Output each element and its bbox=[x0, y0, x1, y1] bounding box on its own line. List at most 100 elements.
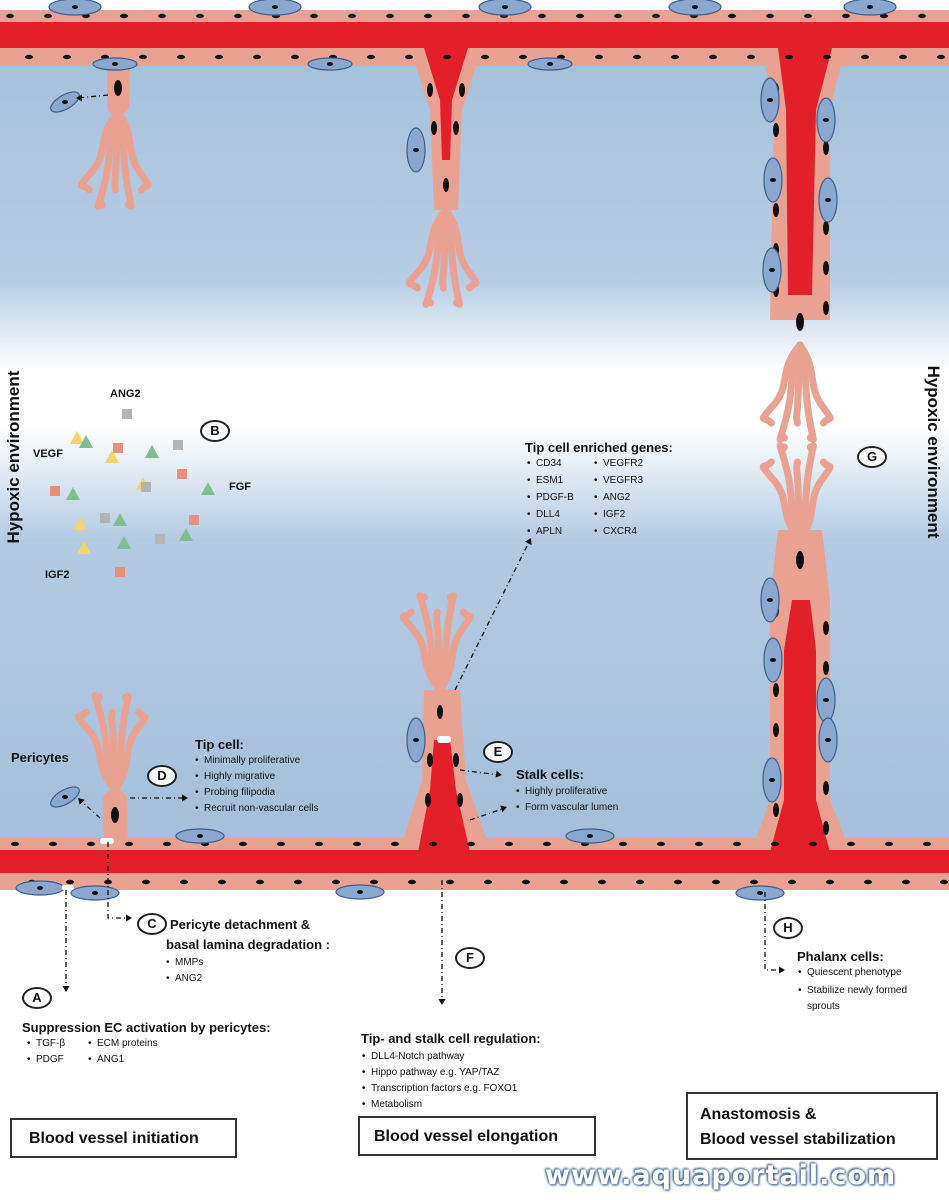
cell-nucleus bbox=[408, 879, 416, 885]
cell-nucleus bbox=[429, 841, 437, 847]
filopodium bbox=[796, 442, 817, 544]
growth-factor-fgf bbox=[79, 435, 93, 448]
growth-factor-igf2 bbox=[50, 486, 60, 496]
cell-nucleus bbox=[880, 13, 888, 19]
cell-nucleus bbox=[413, 738, 419, 742]
gene-item: •VEGFR3 bbox=[594, 475, 644, 486]
growth-factor-vegf bbox=[73, 517, 87, 530]
cell-nucleus bbox=[823, 301, 829, 315]
cell-nucleus bbox=[505, 841, 513, 847]
cell-nucleus bbox=[457, 793, 463, 807]
vessels-layer bbox=[0, 10, 949, 890]
growth-factor-vegf bbox=[70, 431, 84, 444]
growth-factor-vegf bbox=[77, 541, 91, 554]
cell-nucleus bbox=[459, 83, 465, 97]
tip-cell-title: Tip cell: bbox=[195, 737, 244, 752]
marker-g: G bbox=[857, 446, 887, 468]
arrow-head bbox=[525, 538, 532, 545]
cell-nucleus bbox=[652, 13, 660, 19]
detachment-item: •ANG2 bbox=[166, 973, 203, 984]
cell-nucleus bbox=[773, 123, 779, 137]
filopodium bbox=[405, 206, 450, 292]
cell-nucleus bbox=[256, 879, 264, 885]
cell-nucleus bbox=[405, 54, 413, 60]
cell-nucleus bbox=[823, 261, 829, 275]
gene-item: •CD34 bbox=[527, 458, 562, 469]
arrow-head bbox=[500, 805, 507, 813]
cell-nucleus bbox=[796, 313, 804, 331]
tip-cell-item: •Recruit non-vascular cells bbox=[195, 803, 319, 814]
growth-factor-igf2 bbox=[189, 515, 199, 525]
growth-factor-ang2 bbox=[122, 409, 132, 419]
cell-nucleus bbox=[864, 879, 872, 885]
growth-factor-fgf bbox=[117, 536, 131, 549]
cell-nucleus bbox=[291, 54, 299, 60]
filopodium bbox=[436, 608, 474, 694]
cell-nucleus bbox=[633, 54, 641, 60]
cell-nucleus bbox=[462, 13, 470, 19]
cell-nucleus bbox=[823, 54, 831, 60]
cell-nucleus bbox=[825, 738, 831, 742]
phalanx-title: Phalanx cells: bbox=[797, 949, 884, 964]
tip-marker bbox=[100, 838, 114, 844]
growth-factors-layer bbox=[50, 409, 215, 577]
arrow-head bbox=[495, 770, 502, 778]
cell-nucleus bbox=[424, 13, 432, 19]
cell-nucleus bbox=[92, 891, 98, 895]
cell-nucleus bbox=[692, 5, 698, 9]
filopodium bbox=[793, 458, 804, 544]
arrows-layer bbox=[62, 94, 785, 1005]
bottom-vessel-lumen bbox=[0, 850, 949, 873]
factor-label-igf2: IGF2 bbox=[45, 569, 70, 581]
cell-nucleus bbox=[733, 841, 741, 847]
cell-nucleus bbox=[481, 54, 489, 60]
gene-item: •CXCR4 bbox=[594, 526, 637, 537]
suppression-item: •ECM proteins bbox=[88, 1038, 158, 1049]
cell-nucleus bbox=[253, 54, 261, 60]
tip-genes-title: Tip cell enriched genes: bbox=[525, 440, 673, 455]
growth-factor-ang2 bbox=[173, 440, 183, 450]
pericyte-detachment-title: Pericyte detachment & bbox=[170, 917, 311, 932]
marker-d: D bbox=[147, 765, 177, 787]
cell-nucleus bbox=[899, 54, 907, 60]
growth-factor-fgf bbox=[201, 482, 215, 495]
cell-nucleus bbox=[576, 13, 584, 19]
cell-nucleus bbox=[234, 13, 242, 19]
gene-item: •APLN bbox=[527, 526, 563, 537]
cell-nucleus bbox=[538, 13, 546, 19]
cell-nucleus bbox=[443, 54, 451, 60]
suppression-item: •ANG1 bbox=[88, 1054, 125, 1065]
tip-marker bbox=[62, 885, 74, 890]
cell-nucleus bbox=[272, 5, 278, 9]
cell-nucleus bbox=[771, 841, 779, 847]
filopodium bbox=[114, 108, 152, 194]
filopodium bbox=[108, 708, 119, 794]
filopodium bbox=[442, 206, 463, 308]
factor-label-vegf: VEGF bbox=[33, 448, 63, 460]
cell-nucleus bbox=[87, 841, 95, 847]
suppression-item: •PDGF bbox=[27, 1054, 64, 1065]
filopodium bbox=[77, 108, 122, 194]
cell-nucleus bbox=[277, 841, 285, 847]
cell-nucleus bbox=[861, 54, 869, 60]
cell-nucleus bbox=[139, 54, 147, 60]
cell-nucleus bbox=[823, 118, 829, 122]
tip-marker bbox=[437, 736, 451, 743]
gene-item: •PDGF-B bbox=[527, 492, 574, 503]
regulation-item: •Transcription factors e.g. FOXO1 bbox=[362, 1083, 518, 1094]
cell-nucleus bbox=[391, 841, 399, 847]
cell-nucleus bbox=[823, 221, 829, 235]
cell-nucleus bbox=[923, 841, 931, 847]
cell-nucleus bbox=[823, 661, 829, 675]
arrow-head bbox=[62, 986, 70, 992]
cell-nucleus bbox=[142, 879, 150, 885]
growth-factor-vegf bbox=[105, 450, 119, 463]
gene-item: •ESM1 bbox=[527, 475, 564, 486]
cell-nucleus bbox=[294, 879, 302, 885]
cell-nucleus bbox=[357, 890, 363, 894]
cell-nucleus bbox=[63, 54, 71, 60]
cell-nucleus bbox=[502, 5, 508, 9]
stalk-cells-item: •Highly proliferative bbox=[516, 786, 608, 797]
filopodium bbox=[114, 108, 135, 210]
